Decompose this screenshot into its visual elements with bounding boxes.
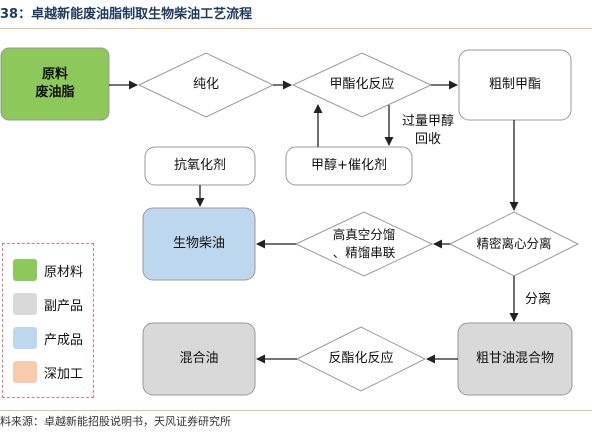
bottom-rule (0, 410, 592, 411)
legend-item-deep: 深加工 (13, 360, 83, 384)
legend-item-raw: 原材料 (13, 258, 83, 282)
edge-label-separation: 分离 (524, 292, 551, 307)
node-mixed-oil (142, 322, 256, 396)
legend-label: 深加工 (44, 366, 84, 382)
legend-label: 原材料 (44, 264, 84, 280)
label-vacuum-distill: 高真空分馏 、精馏串联 (332, 227, 396, 260)
source-note: 料来源：卓越新能招股说明书，天风证券研究所 (0, 415, 231, 428)
label-antioxidant: 抗氧化剂 (173, 158, 226, 173)
figure-title: 38：卓越新能废油脂制取生物柴油工艺流程 (0, 7, 253, 22)
legend-swatch (13, 293, 37, 315)
node-methanol-catalyst (285, 146, 413, 186)
node-crude-ester (458, 49, 572, 121)
legend-swatch (13, 361, 37, 383)
node-vacuum-distill (294, 211, 434, 277)
label-esterify: 甲酯化反应 (329, 77, 395, 92)
label-purify: 纯化 (192, 77, 219, 92)
legend-label: 副产品 (44, 298, 84, 314)
label-raw-material: 原料 废油脂 (35, 67, 75, 100)
label-crude-ester: 粗制甲酯 (488, 77, 541, 92)
node-biodiesel (142, 207, 256, 281)
legend: 原材料 副产品 产成品 深加工 (2, 243, 94, 398)
legend-item-by: 副产品 (13, 292, 83, 316)
label-precision-centrifuge: 精密离心分离 (476, 236, 552, 251)
label-reverse-esterify: 反酯化反应 (328, 351, 394, 366)
legend-swatch (13, 327, 37, 349)
label-crude-glycerol: 粗甘油混合物 (475, 351, 554, 366)
edge-label-methanol-recovery: 过量甲醇 回收 (401, 114, 454, 147)
top-rule (0, 28, 592, 29)
node-raw-material (0, 47, 110, 121)
node-reverse-esterify (295, 326, 427, 392)
label-biodiesel: 生物柴油 (172, 236, 225, 251)
label-mixed-oil: 混合油 (179, 351, 219, 366)
legend-swatch (13, 259, 37, 281)
node-precision-centrifuge (448, 211, 580, 277)
label-methanol-catalyst: 甲醇+催化剂 (311, 158, 387, 173)
legend-item-product: 产成品 (13, 326, 83, 350)
legend-label: 产成品 (44, 332, 84, 348)
